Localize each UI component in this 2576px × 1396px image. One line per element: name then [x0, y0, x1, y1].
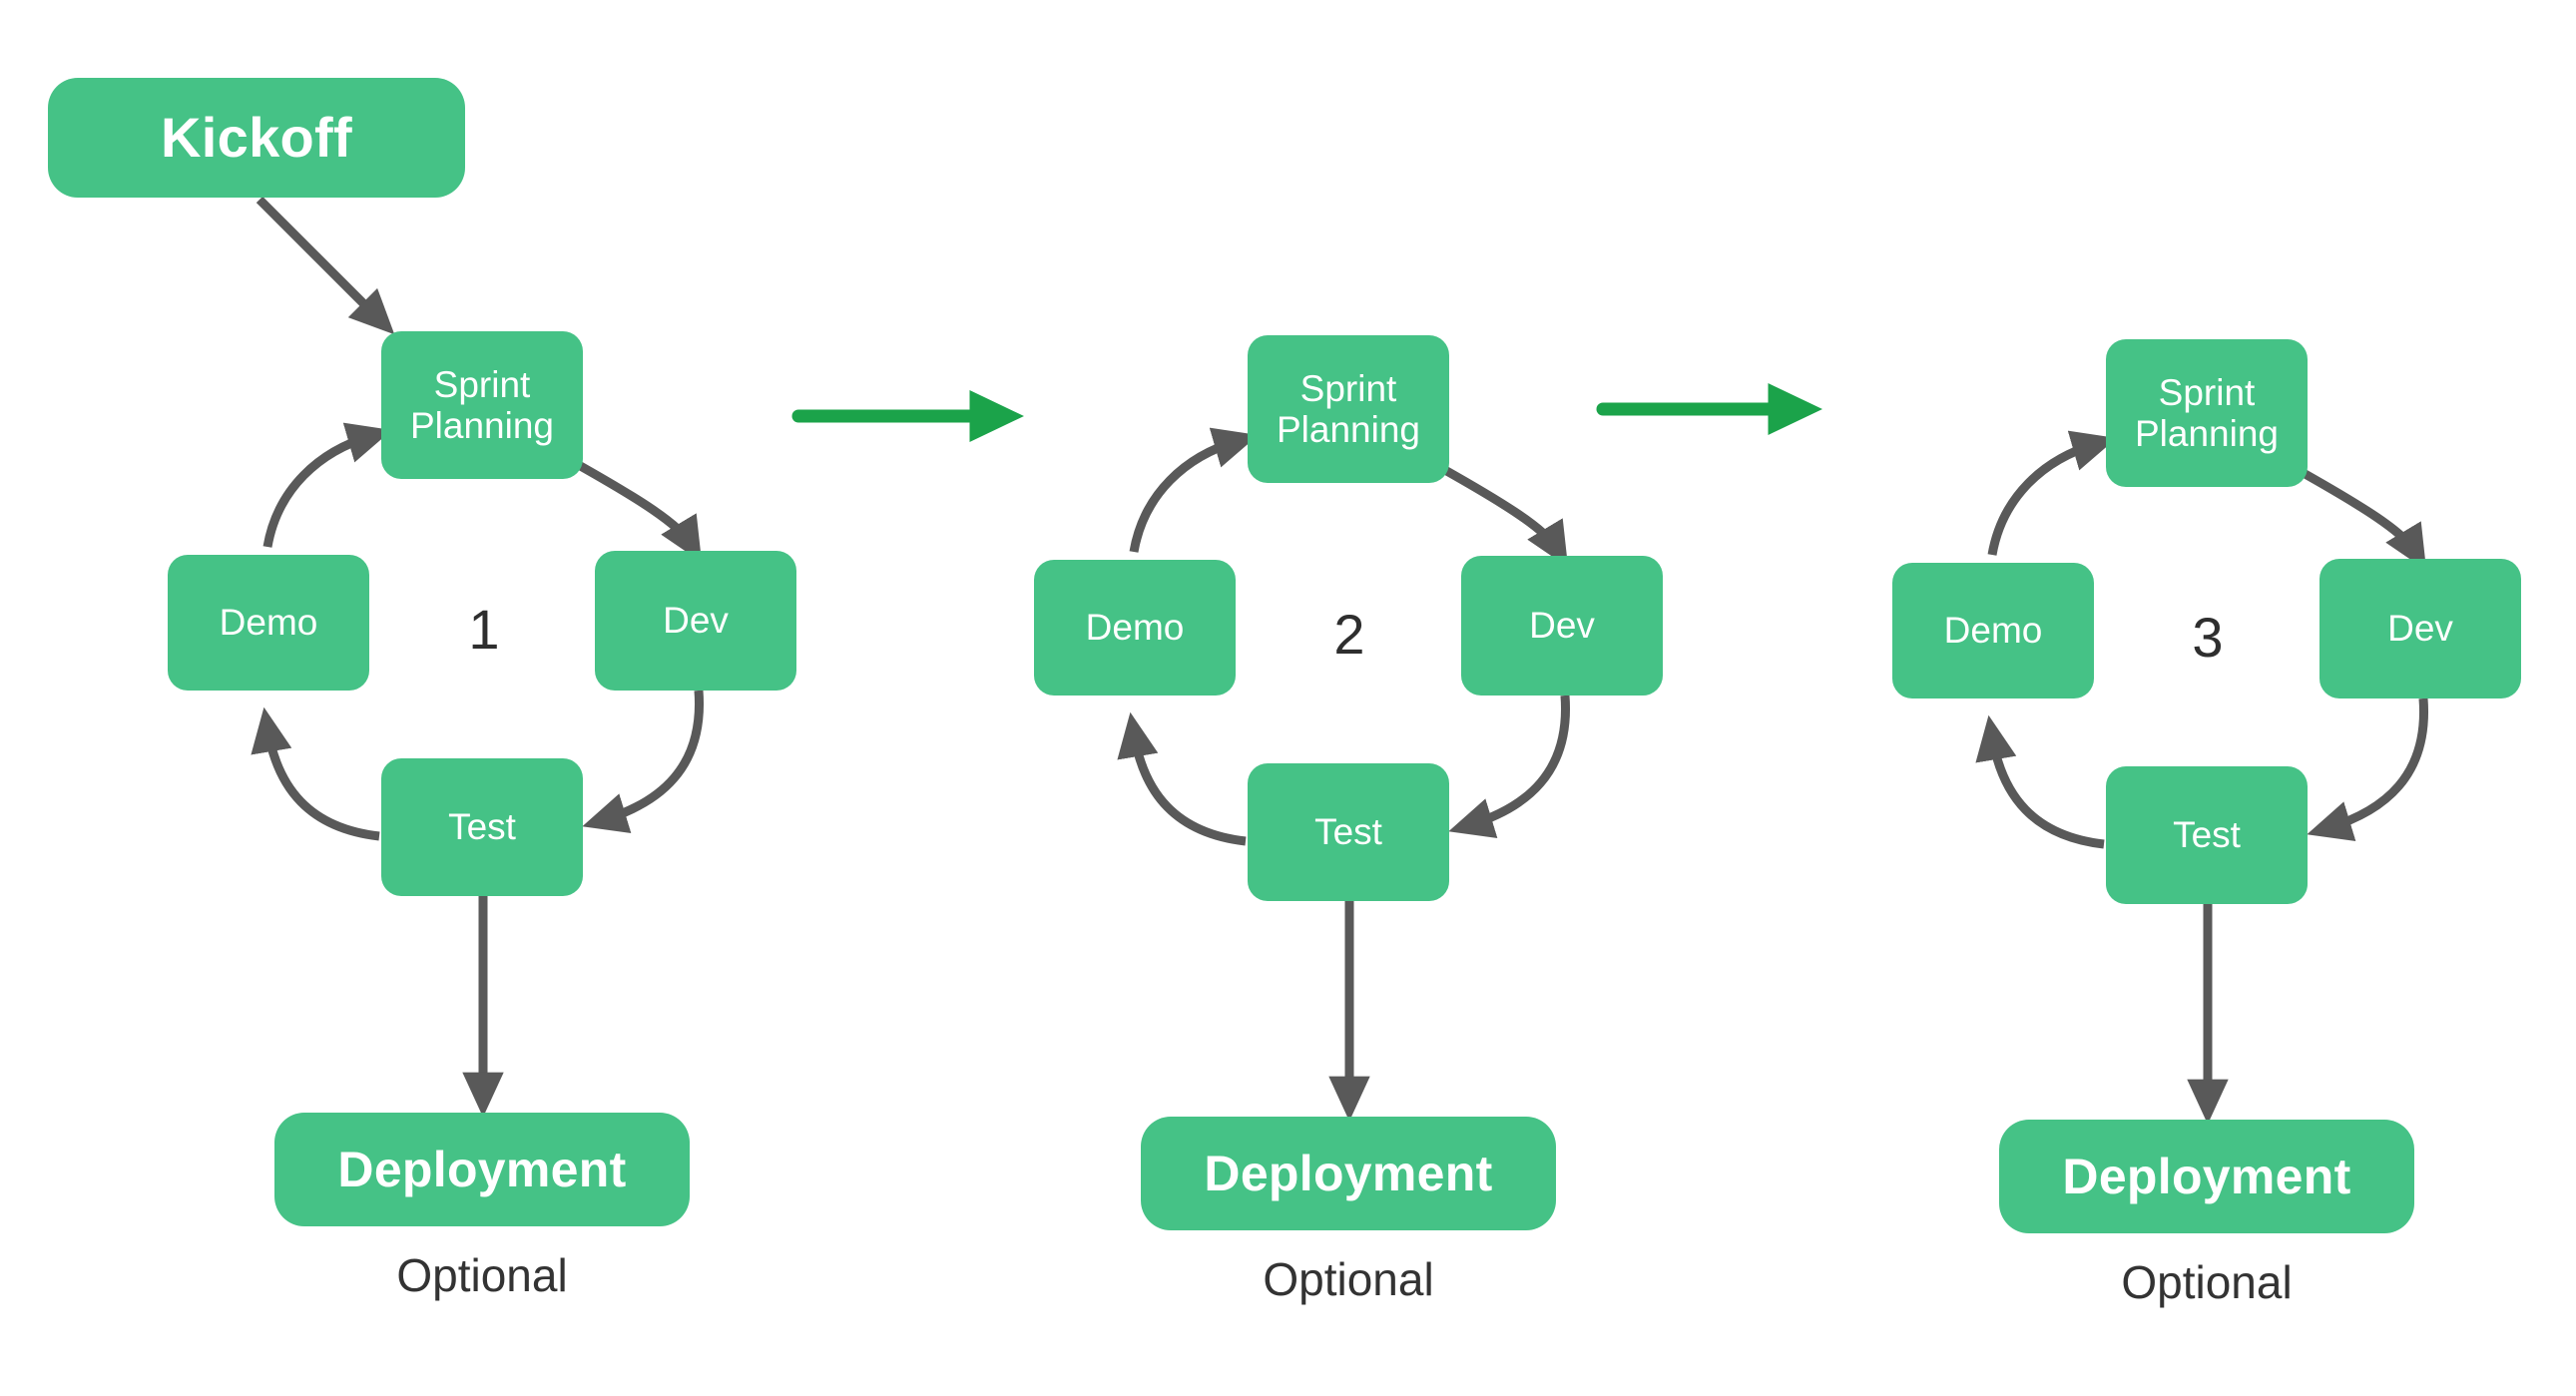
cycle-2-demo-label: Demo — [1085, 607, 1185, 649]
cycle-1-test-label: Test — [448, 806, 516, 848]
cycle-1-node-dev[interactable]: Dev — [595, 551, 796, 691]
cycle-2-node-deployment[interactable]: Deployment — [1141, 1117, 1556, 1230]
cycle-2-number-label: 2 — [1333, 602, 1365, 666]
cycle-1-number: 1 — [434, 589, 534, 669]
cycle-3-node-deployment[interactable]: Deployment — [1999, 1120, 2414, 1233]
cycle-3-dev-label: Dev — [2387, 608, 2453, 650]
cycle-3-deployment-caption: Optional — [1999, 1252, 2414, 1312]
cycle-3-node-demo[interactable]: Demo — [1892, 563, 2094, 698]
cycle-1-demo-label: Demo — [219, 602, 318, 644]
node-kickoff[interactable]: Kickoff — [48, 78, 465, 198]
node-kickoff-label: Kickoff — [161, 105, 352, 169]
cycle-3-number-label: 3 — [2192, 605, 2224, 669]
cycle-3-test-label: Test — [2173, 814, 2241, 856]
edge-kickoff-to-sprint-planning — [256, 196, 395, 335]
cycle-2-optional-label: Optional — [1263, 1253, 1434, 1305]
cycle-3-demo-label: Demo — [1943, 610, 2043, 652]
cycle-1-node-sprint-planning[interactable]: Sprint Planning — [381, 331, 583, 479]
cycle-3-optional-label: Optional — [2121, 1256, 2293, 1308]
cycle-1-node-deployment[interactable]: Deployment — [274, 1113, 690, 1226]
cycle-2-number: 2 — [1299, 594, 1399, 674]
cycle-3-number: 3 — [2158, 597, 2258, 677]
cycle-2-node-sprint-planning[interactable]: Sprint Planning — [1248, 335, 1449, 483]
cycle-1-node-test[interactable]: Test — [381, 758, 583, 896]
cycle-2-deployment-label: Deployment — [1204, 1146, 1493, 1201]
cycle-3-node-dev[interactable]: Dev — [2319, 559, 2521, 698]
cycle-1-deployment-caption: Optional — [274, 1245, 690, 1305]
cycle-1-optional-label: Optional — [396, 1249, 568, 1301]
cycle-1-node-demo[interactable]: Demo — [168, 555, 369, 691]
cycle-2-dev-label: Dev — [1529, 605, 1595, 647]
cycle-2-node-test[interactable]: Test — [1248, 763, 1449, 901]
cycle-2-node-dev[interactable]: Dev — [1461, 556, 1663, 696]
cycle-3-deployment-label: Deployment — [2062, 1149, 2351, 1204]
cycle-1-dev-label: Dev — [663, 600, 729, 642]
cycle-1-sprint-planning-label: Sprint Planning — [409, 363, 554, 446]
cycle-2-test-label: Test — [1314, 811, 1382, 853]
cycle-1-deployment-label: Deployment — [337, 1142, 627, 1197]
cycle-3-node-test[interactable]: Test — [2106, 766, 2308, 904]
cycle-2-sprint-planning-label: Sprint Planning — [1276, 367, 1420, 450]
cycle-3-node-sprint-planning[interactable]: Sprint Planning — [2106, 339, 2308, 487]
cycle-3-sprint-planning-label: Sprint Planning — [2134, 371, 2279, 454]
cycle-2-deployment-caption: Optional — [1141, 1249, 1556, 1309]
cycle-2-node-demo[interactable]: Demo — [1034, 560, 1236, 696]
cycle-1-number-label: 1 — [468, 597, 500, 661]
